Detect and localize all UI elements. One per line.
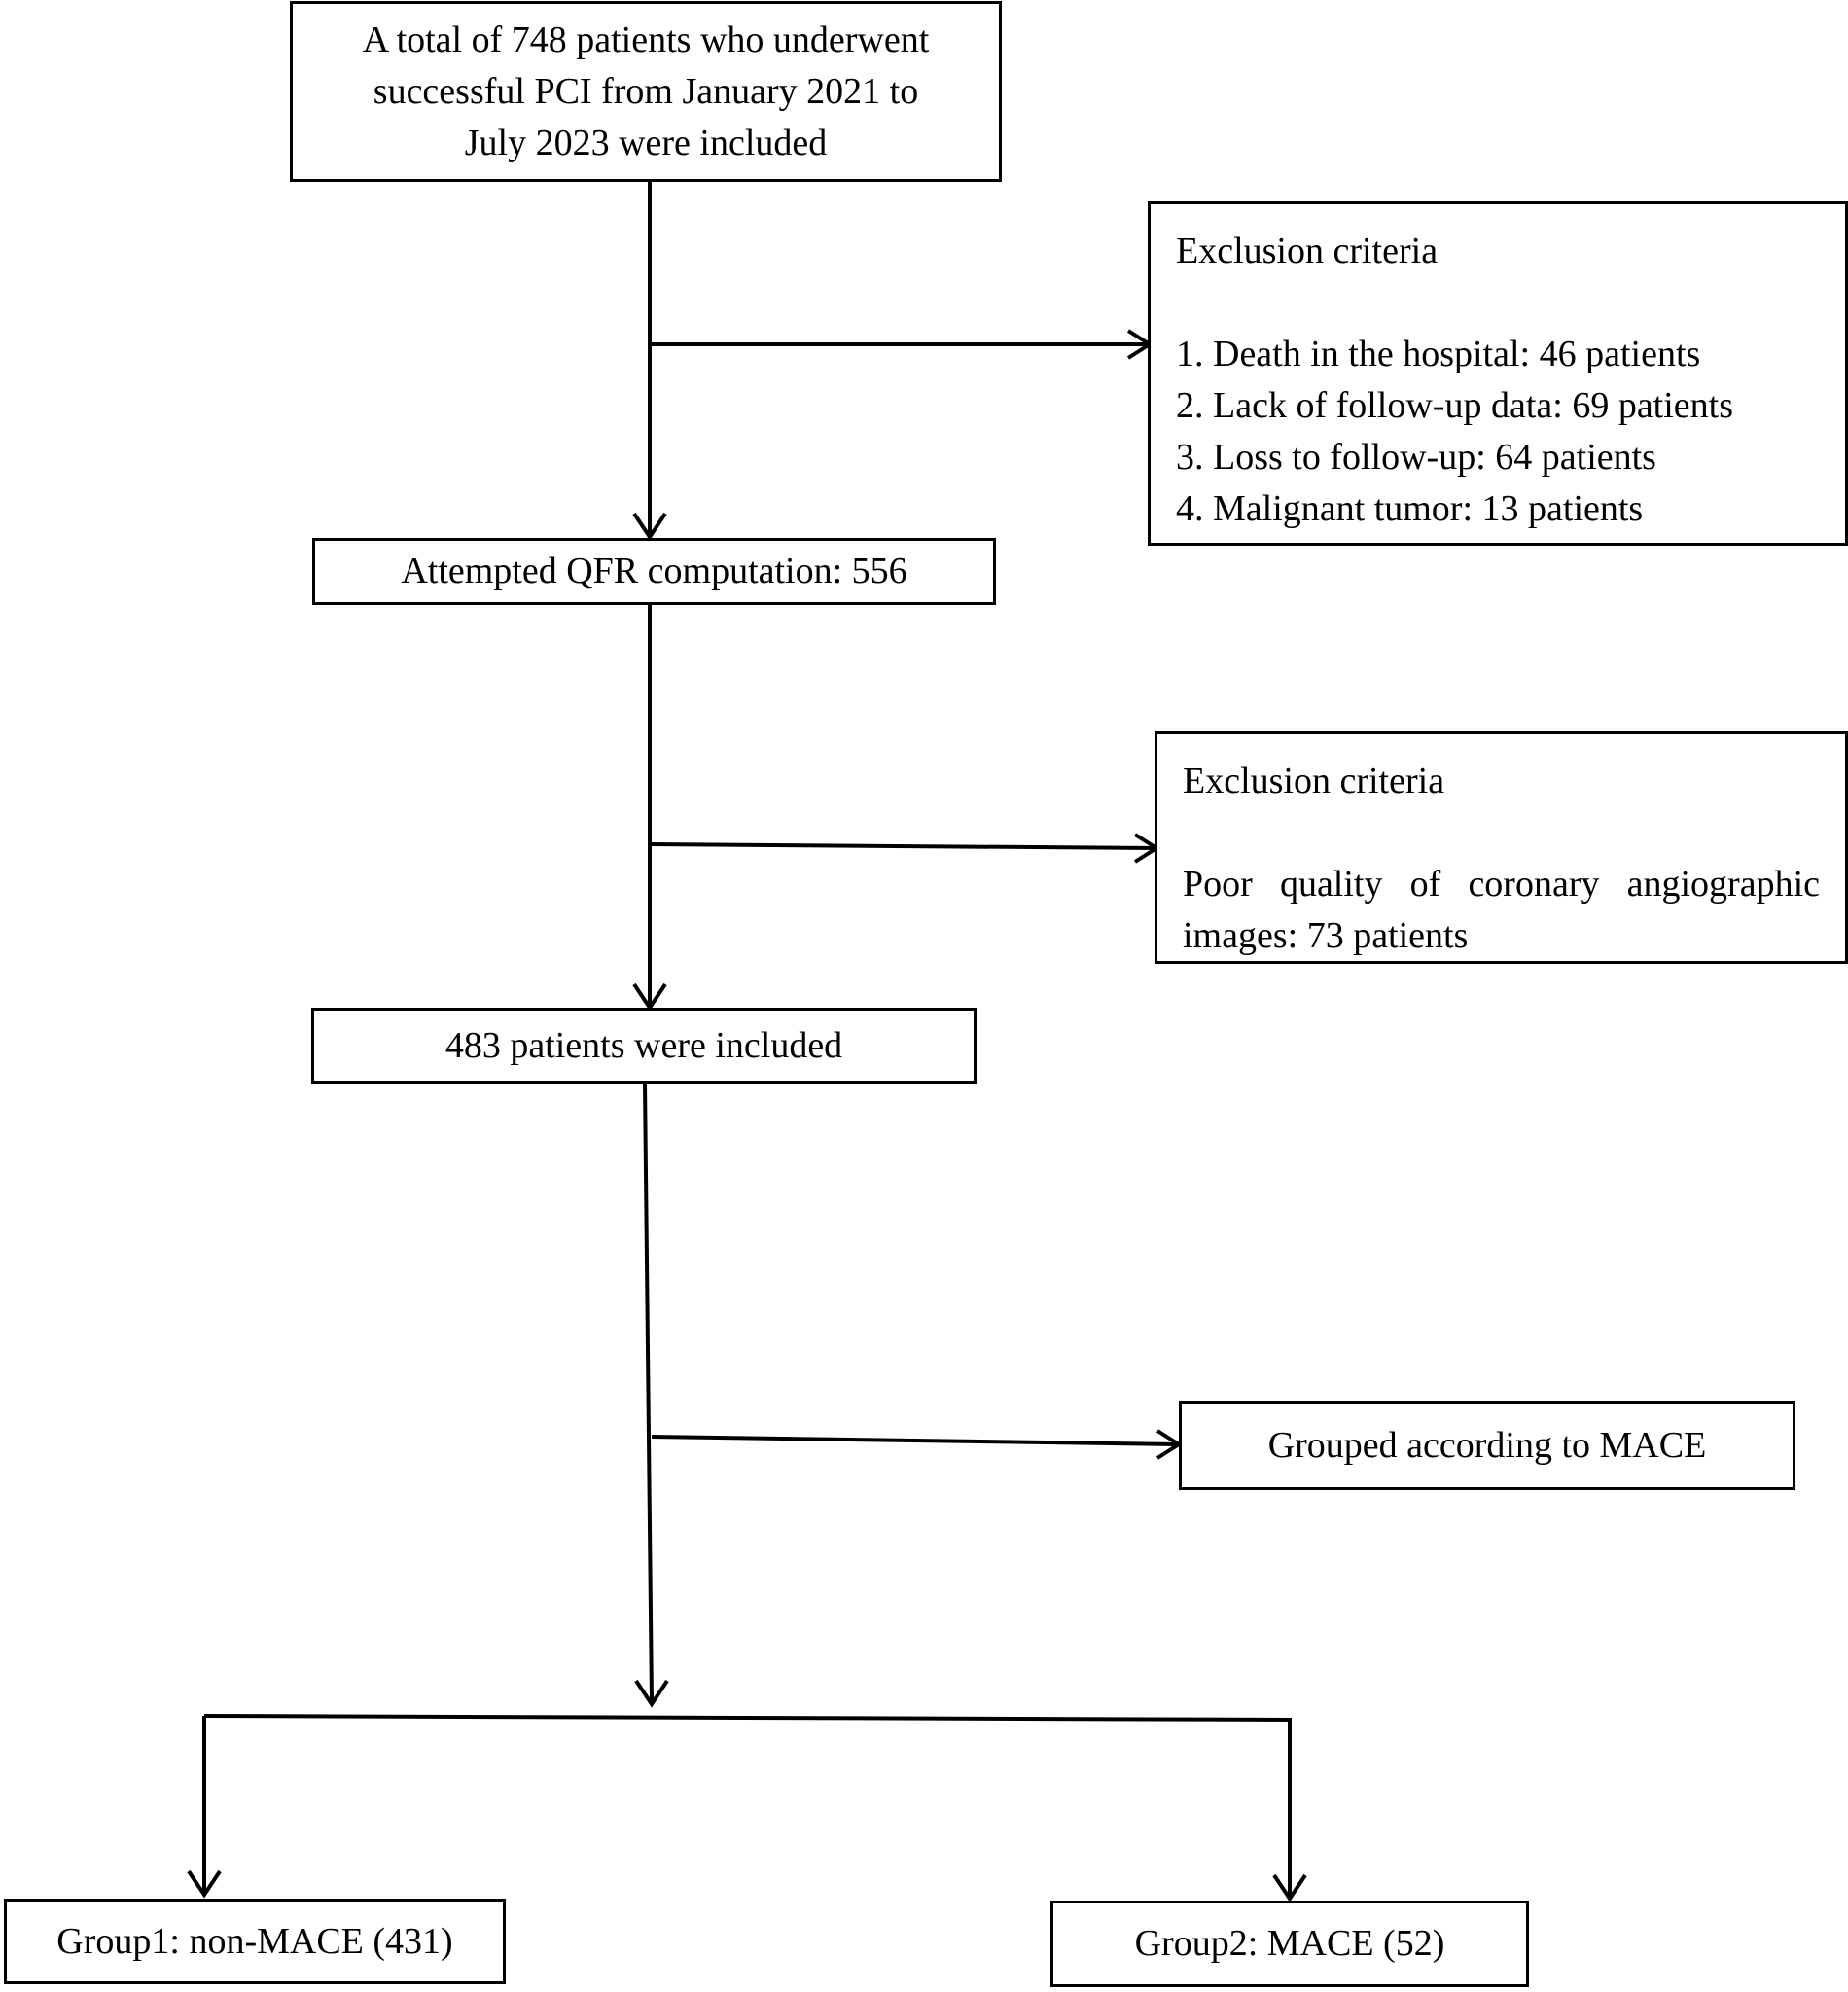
grouping-text: Grouped according to MACE xyxy=(1267,1424,1707,1466)
group2-text: Group2: MACE (52) xyxy=(1134,1923,1445,1964)
group2-box: Group2: MACE (52) xyxy=(1050,1901,1529,1987)
grouping-box: Grouped according to MACE xyxy=(1179,1401,1795,1490)
exclusion-1-item-3: 3. Loss to follow-up: 64 patients xyxy=(1176,437,1656,478)
exclusion-criteria-box-2: Exclusion criteria Poor quality of coron… xyxy=(1155,731,1848,964)
exclusion-1-item-1: 1. Death in the hospital: 46 patients xyxy=(1176,334,1701,374)
start-box-text: A total of 748 patients who underwent su… xyxy=(363,15,930,169)
start-box-line-2: successful PCI from January 2021 to xyxy=(373,70,919,112)
arrowhead-group2 xyxy=(1272,1873,1307,1903)
exclusion-2-heading: Exclusion criteria xyxy=(1183,761,1445,801)
qfr-computation-box: Attempted QFR computation: 556 xyxy=(312,538,996,605)
start-box: A total of 748 patients who underwent su… xyxy=(290,1,1002,182)
included-patients-box: 483 patients were included xyxy=(311,1008,977,1084)
connector-included-to-split xyxy=(643,1083,654,1703)
connector-branch-exclusion-2 xyxy=(649,842,1155,850)
included-patients-text: 483 patients were included xyxy=(444,1024,843,1066)
group1-box: Group1: non-MACE (431) xyxy=(4,1899,506,1984)
exclusion-1-item-2: 2. Lack of follow-up data: 69 patients xyxy=(1176,385,1734,426)
exclusion-1-item-4: 4. Malignant tumor: 13 patients xyxy=(1176,488,1644,529)
arrowhead-qfr xyxy=(632,512,667,541)
qfr-computation-text: Attempted QFR computation: 556 xyxy=(401,551,907,591)
arrowhead-split xyxy=(634,1679,669,1708)
connector-branch-grouping xyxy=(651,1435,1178,1446)
arrowhead-group1 xyxy=(187,1869,222,1899)
start-box-line-3: July 2023 were included xyxy=(464,122,828,163)
exclusion-2-text: Poor quality of coronary angiographic im… xyxy=(1183,864,1820,956)
exclusion-1-heading: Exclusion criteria xyxy=(1176,231,1439,271)
exclusion-criteria-box-1: Exclusion criteria 1. Death in the hospi… xyxy=(1148,201,1848,546)
connector-split-horizontal xyxy=(203,1714,1293,1722)
start-box-line-1: A total of 748 patients who underwent xyxy=(362,18,930,60)
group1-text: Group1: non-MACE (431) xyxy=(56,1920,453,1962)
